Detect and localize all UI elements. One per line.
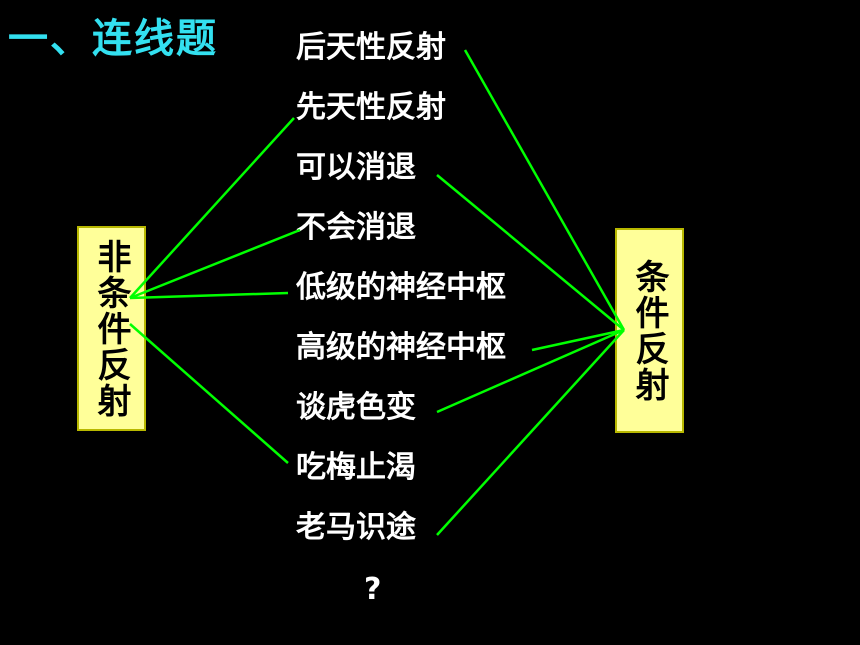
item-1[interactable]: 后天性反射: [296, 30, 446, 65]
item-4[interactable]: 不会消退: [296, 210, 416, 245]
left-connection-line: [129, 117, 295, 299]
right-category-box[interactable]: 条件反射: [615, 228, 684, 433]
right-connection-line: [531, 328, 625, 352]
question-mark: ?: [364, 572, 382, 607]
item-8[interactable]: 吃梅止渴: [296, 450, 416, 485]
right-connection-line: [436, 328, 625, 414]
item-6[interactable]: 高级的神经中枢: [296, 330, 506, 365]
left-connection-line: [129, 228, 301, 300]
left-category-label: 非条件反射: [91, 238, 131, 419]
item-7[interactable]: 谈虎色变: [296, 390, 416, 425]
right-category-label: 条件反射: [629, 258, 669, 403]
item-5[interactable]: 低级的神经中枢: [296, 270, 506, 305]
item-3[interactable]: 可以消退: [296, 150, 416, 185]
left-connection-line: [129, 291, 289, 300]
item-2[interactable]: 先天性反射: [296, 90, 446, 125]
item-9[interactable]: 老马识途: [296, 510, 416, 545]
left-connection-line: [129, 323, 289, 464]
right-connection-line: [436, 329, 625, 536]
right-connection-line: [436, 174, 625, 331]
right-connection-line: [463, 49, 626, 331]
page-title: 一、连线题: [8, 16, 218, 62]
